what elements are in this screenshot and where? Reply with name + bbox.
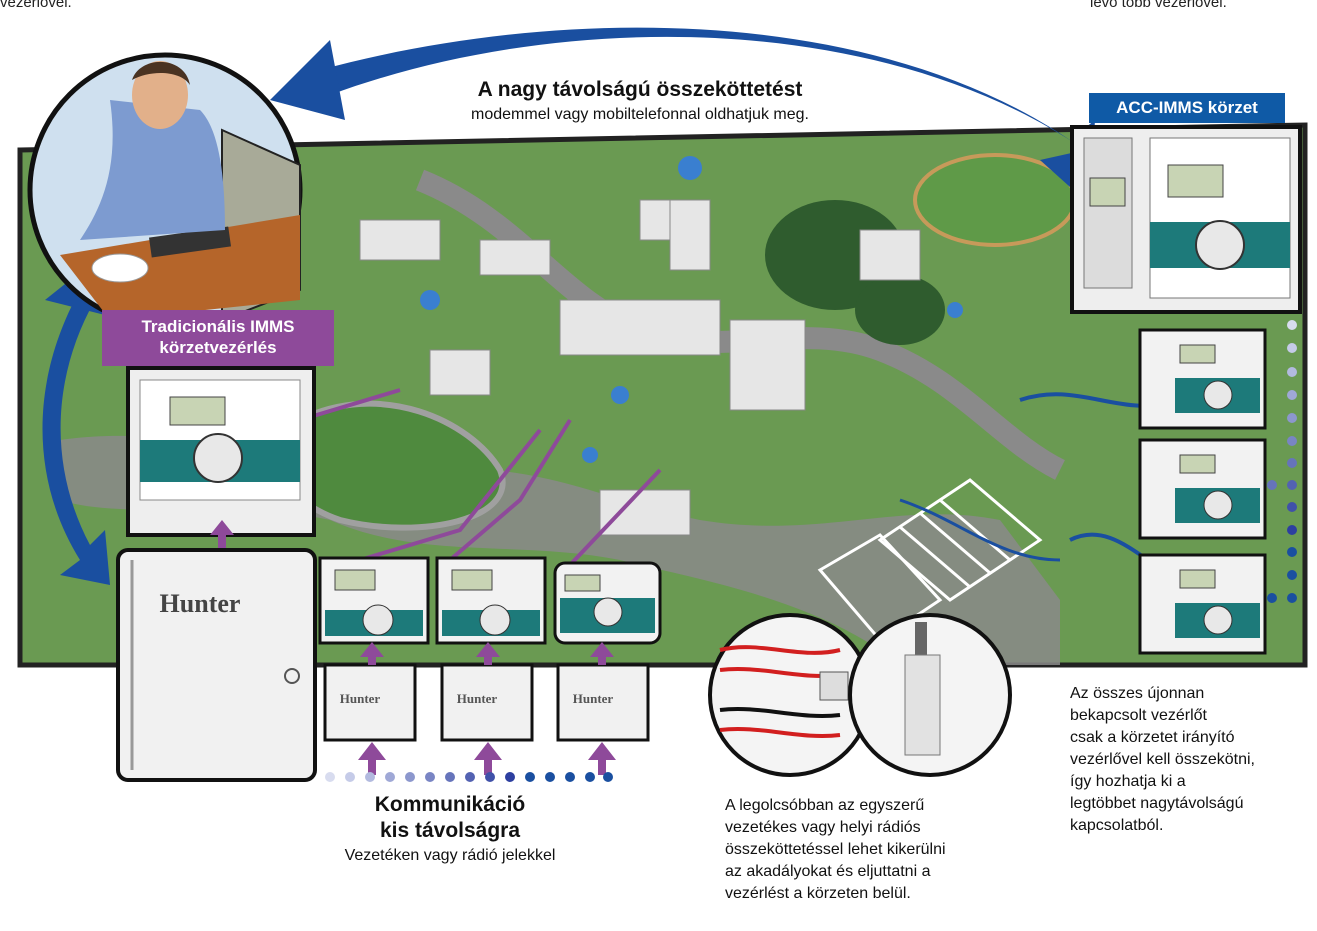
- short-range-signal-dots: [325, 772, 613, 782]
- zone-signal-dots: [1267, 320, 1297, 603]
- wiring-line: összeköttetéssel lehet kikerülni: [725, 841, 946, 858]
- wiring-closeups: [708, 613, 1012, 777]
- controllers-line: kapcsolatból.: [1070, 817, 1164, 834]
- hunter-cabinet: Hunter: [116, 548, 317, 782]
- long-distance-subtitle: modemmel vagy mobiltelefonnal oldhatjuk …: [471, 106, 809, 123]
- wiring-line: vezérlést a körzeten belül.: [725, 885, 911, 902]
- short-distance-title: Kommunikáció kis távolságra: [300, 792, 600, 844]
- controllers-line: bekapcsolt vezérlőt: [1070, 707, 1207, 724]
- zone-controllers: [1138, 328, 1267, 655]
- svg-text:Hunter: Hunter: [573, 691, 614, 706]
- svg-text:Hunter: Hunter: [160, 589, 241, 618]
- wiring-line: vezetékes vagy helyi rádiós: [725, 819, 921, 836]
- controllers-line: Az összes újonnan: [1070, 685, 1205, 702]
- controllers-description: Az összes újonnan bekapcsolt vezérlőt cs…: [1070, 683, 1310, 837]
- long-distance-title: A nagy távolságú összeköttetést: [477, 78, 803, 101]
- wiring-line: A legolcsóbban az egyszerű: [725, 797, 925, 814]
- cropped-caption-left: vezérlővel.: [0, 0, 72, 11]
- short-title-line1: Kommunikáció: [374, 793, 526, 816]
- acc-controller: [1070, 125, 1302, 314]
- traditional-label-line2: körzetvezérlés: [159, 338, 277, 357]
- operator-at-computer: [27, 52, 303, 328]
- traditional-controller: [126, 366, 316, 537]
- purple-links: [299, 388, 662, 567]
- purple-up-arrows: [210, 520, 616, 775]
- small-controllers: Hunter Hunter Hunter: [318, 556, 662, 742]
- short-distance-subtitle: Vezetéken vagy rádió jelekkel: [344, 847, 556, 864]
- controllers-line: legtöbbet nagytávolságú: [1070, 795, 1244, 812]
- acc-imms-label: ACC-IMMS körzet: [1089, 93, 1285, 123]
- controllers-line: így hozhatja ki a: [1070, 773, 1186, 790]
- traditional-label-line1: Tradicionális IMMS: [141, 317, 295, 336]
- controllers-line: csak a körzetet irányító: [1070, 729, 1235, 746]
- cropped-caption-right: lévő több vezérlővel.: [1090, 0, 1227, 11]
- controllers-line: vezérlővel kell összekötni,: [1070, 751, 1255, 768]
- short-title-line2: kis távolságra: [379, 819, 521, 842]
- svg-text:Hunter: Hunter: [457, 691, 498, 706]
- wiring-description: A legolcsóbban az egyszerű vezetékes vag…: [725, 795, 1025, 905]
- svg-text:Hunter: Hunter: [340, 691, 381, 706]
- wiring-line: az akadályokat és eljuttatni a: [725, 863, 931, 880]
- traditional-imms-label: Tradicionális IMMS körzetvezérlés: [102, 310, 334, 366]
